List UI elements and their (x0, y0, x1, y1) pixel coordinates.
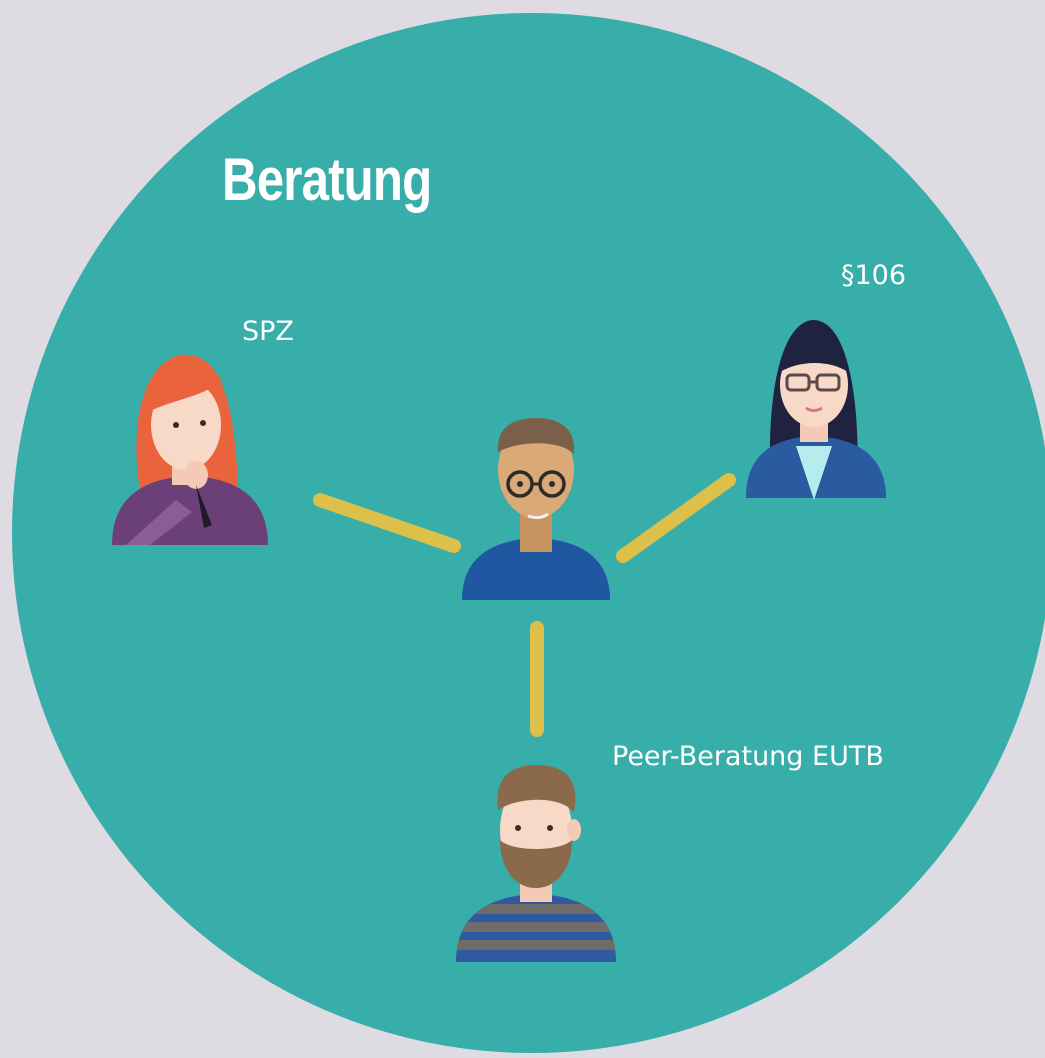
label-para106: §106 (841, 260, 907, 291)
center-person-icon (462, 418, 610, 600)
diagram-title: Beratung (222, 146, 432, 213)
spz-person-icon (112, 354, 268, 545)
para106-person-icon (746, 319, 886, 500)
connector-106 (616, 473, 736, 563)
label-peer-beratung: Peer-Beratung EUTB (612, 741, 884, 772)
connector-lines (313, 473, 736, 737)
peer-person-icon (456, 765, 616, 962)
label-spz: SPZ (242, 316, 294, 347)
connector-spz (313, 493, 461, 553)
